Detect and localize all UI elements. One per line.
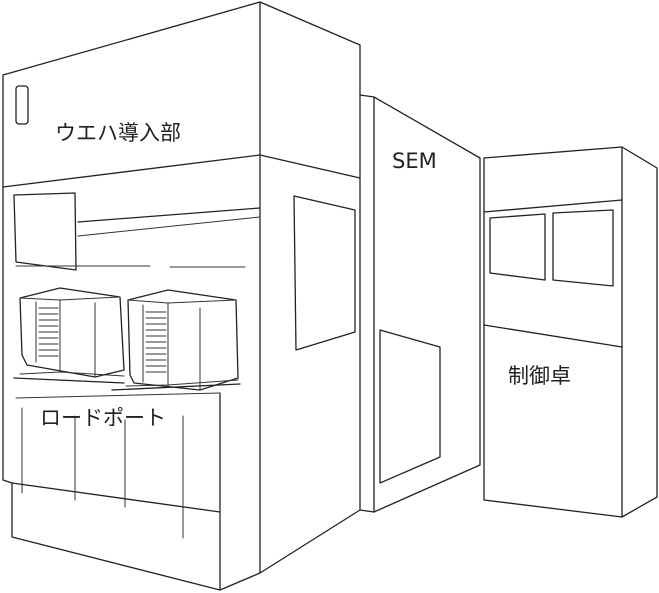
loader-window (13, 192, 77, 271)
loader-side-panel (293, 195, 356, 351)
console-monitor-left (489, 213, 546, 281)
sem-door (379, 329, 441, 484)
sem-unit (359, 94, 481, 513)
status-lamp-icon (15, 85, 29, 125)
load-port-label: ロードポート (40, 406, 166, 430)
loader-shelf-top (77, 207, 261, 223)
wafer-loader-label: ウエハ導入部 (55, 121, 181, 145)
control-console-label: 制御卓 (508, 364, 571, 388)
load-port-pod-right (111, 289, 241, 391)
console-monitor-right (552, 209, 614, 287)
sem-label: SEM (392, 149, 437, 173)
wafer-loader-side (259, 1, 361, 574)
wafer-loader-front (2, 1, 261, 591)
control-console (483, 146, 658, 518)
loader-shelf-bottom (77, 216, 261, 237)
load-port-pod-left (13, 287, 125, 384)
